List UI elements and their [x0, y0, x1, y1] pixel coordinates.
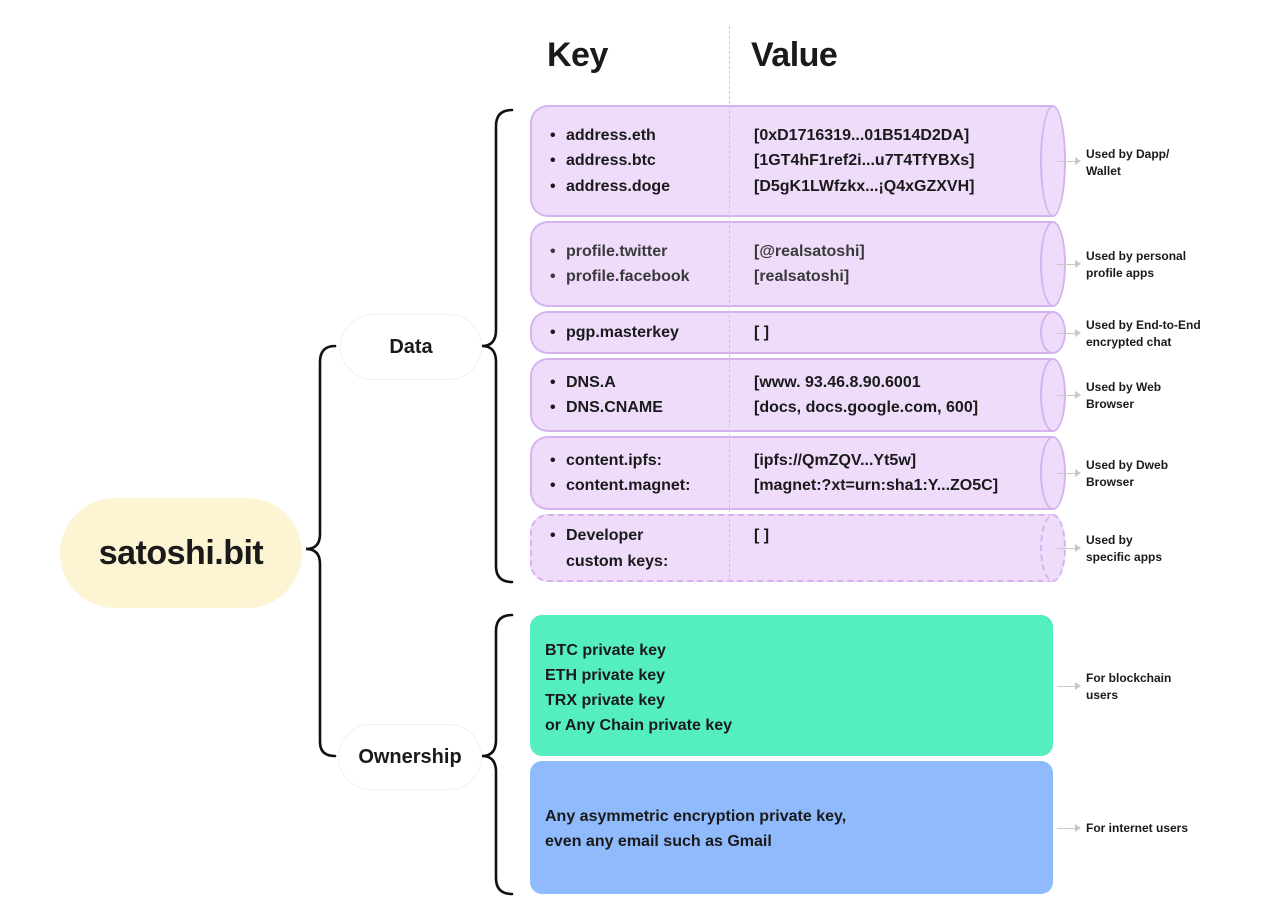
ownership-node-label: Ownership: [358, 745, 462, 768]
key-item: address.eth: [550, 127, 656, 145]
value-item: [ ]: [754, 324, 770, 341]
value-item: [D5gK1LWfzkx...¡Q4xGZXVH]: [754, 178, 975, 195]
ownership-blockchain-box: BTC private key ETH private key TRX priv…: [530, 615, 1053, 756]
key-item: content.ipfs:: [550, 452, 662, 470]
value-item: [ipfs://QmZQV...Yt5w]: [754, 452, 917, 469]
usage-note: Used by Dapp/Wallet: [1086, 147, 1170, 178]
ownership-line: or Any Chain private key: [545, 717, 733, 734]
data-group-dns: [530, 358, 1053, 432]
key-value-divider: [729, 26, 730, 582]
root-label: satoshi.bit: [98, 533, 264, 572]
key-item: content.magnet:: [550, 477, 690, 495]
value-item: [0xD1716319...01B514D2DA]: [754, 127, 970, 144]
data-group-developer: [530, 514, 1053, 582]
arrow-icon: [1057, 682, 1081, 690]
data-node-label: Data: [389, 335, 433, 358]
data-group-profile: [530, 221, 1053, 307]
value-item: [magnet:?xt=urn:sha1:Y...ZO5C]: [754, 477, 999, 494]
arrow-icon: [1057, 157, 1081, 165]
ownership-line: even any email such as Gmail: [545, 833, 772, 850]
value-item: [1GT4hF1ref2i...u7T4TfYBXs]: [754, 152, 975, 169]
arrow-icon: [1057, 544, 1081, 552]
key-item: pgp.masterkey: [550, 324, 679, 342]
ownership-internet-box: Any asymmetric encryption private key, e…: [530, 761, 1053, 894]
arrow-icon: [1057, 469, 1081, 477]
value-item: [ ]: [754, 527, 770, 544]
arrow-icon: [1057, 391, 1081, 399]
key-item: Developer: [550, 527, 643, 545]
data-brace: [481, 108, 514, 584]
ownership-node: Ownership: [338, 724, 482, 790]
root-node: satoshi.bit: [60, 498, 302, 608]
key-item: profile.facebook: [550, 268, 690, 286]
data-group-content: [530, 436, 1053, 510]
ownership-line: TRX private key: [545, 692, 666, 709]
key-item: address.btc: [550, 152, 656, 170]
value-column-header: Value: [751, 36, 838, 74]
value-item: [realsatoshi]: [754, 268, 850, 285]
key-item: DNS.A: [550, 374, 616, 392]
ownership-line: Any asymmetric encryption private key,: [545, 808, 847, 825]
value-item: [@realsatoshi]: [754, 243, 865, 260]
arrow-icon: [1057, 329, 1081, 337]
value-item: [www. 93.46.8.90.6001: [754, 374, 921, 391]
key-item: address.doge: [550, 178, 670, 196]
ownership-line: ETH private key: [545, 667, 666, 684]
usage-note: For internet users: [1086, 821, 1189, 835]
cylinder-cap: [1040, 311, 1066, 354]
root-brace: [305, 344, 337, 758]
arrow-icon: [1057, 260, 1081, 268]
data-group-pgp: [530, 311, 1053, 354]
key-item: DNS.CNAME: [550, 399, 663, 417]
key-item-continuation: custom keys:: [566, 553, 669, 570]
key-column-header: Key: [547, 36, 608, 74]
data-node: Data: [340, 314, 482, 380]
value-item: [docs, docs.google.com, 600]: [754, 399, 979, 416]
ownership-brace: [481, 613, 514, 896]
key-item: profile.twitter: [550, 243, 667, 261]
ownership-line: BTC private key: [545, 642, 666, 659]
arrow-icon: [1057, 824, 1081, 832]
